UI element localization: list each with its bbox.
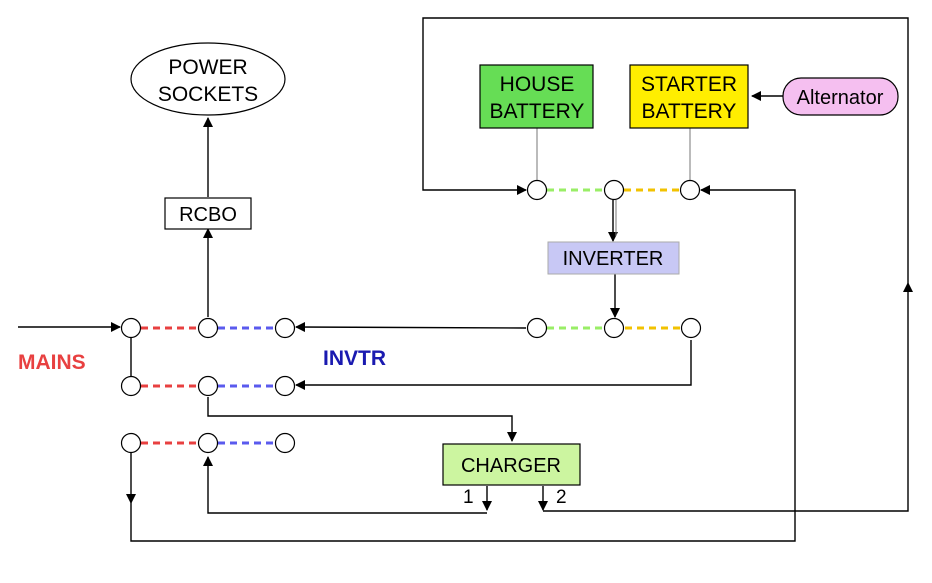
mains-label: MAINS (18, 351, 86, 374)
inverter-switch-common-terminal (603, 317, 625, 339)
house-battery-terminal (526, 179, 548, 201)
inverter-box (547, 241, 680, 275)
rcbo-label: RCBO (179, 204, 237, 226)
rcbo-box (164, 197, 252, 230)
charger: CHARGER (442, 443, 581, 486)
switch-links (141, 188, 681, 445)
charger-box (442, 443, 581, 486)
starter-battery-label-line2: BATTERY (642, 100, 737, 123)
alternator-label: Alternator (797, 87, 884, 109)
house-battery-label-line1: HOUSE (500, 73, 575, 96)
switch2-mains-terminal (120, 375, 142, 397)
loop-to-starter-terminal-wire (130, 185, 796, 542)
charger-output-1-label: 1 (463, 487, 474, 508)
power-sockets-label-line1: POWER (168, 56, 247, 79)
rcbo: RCBO (164, 197, 252, 230)
power-sockets-ellipse (130, 42, 286, 116)
starter-battery-box (629, 64, 749, 129)
starter-battery-label-line1: STARTER (641, 73, 737, 96)
red-terminal (680, 317, 702, 339)
terminals (120, 179, 702, 454)
inverter: INVERTER (547, 241, 680, 275)
house-battery-label-line2: BATTERY (490, 100, 585, 123)
wires (18, 17, 913, 542)
switch2-to-charger-wire (207, 397, 517, 442)
house-battery-box (479, 64, 594, 129)
switch3-right-terminal (274, 432, 296, 454)
alternator-box (782, 77, 899, 116)
battery-common-terminal (603, 179, 625, 201)
alternator: Alternator (782, 77, 899, 116)
inverter-label: INVERTER (563, 248, 664, 270)
switch2-common-terminal (197, 375, 219, 397)
charger-output2-wire (543, 282, 913, 512)
starter-battery-terminal (679, 179, 701, 201)
switch1-common-terminal (197, 317, 219, 339)
power-sockets-label-line2: SOCKETS (158, 83, 258, 106)
mains-terminal (120, 317, 142, 339)
red-terminal-wire (295, 340, 692, 390)
switch1-invtr-terminal (274, 317, 296, 339)
invtr-label: INVTR (323, 347, 386, 370)
switch3-common-terminal (197, 432, 219, 454)
switch2-invtr-terminal (274, 375, 296, 397)
power-sockets: POWER SOCKETS (130, 42, 286, 116)
inverter-output-wire (295, 322, 527, 333)
switch3-left-terminal (120, 432, 142, 454)
loop-to-house-terminal-wire (422, 17, 909, 283)
charger-output1-wire (203, 456, 487, 514)
charger-output-2-label: 2 (556, 487, 567, 508)
starter-battery: STARTER BATTERY (629, 64, 749, 129)
orange-terminal (526, 317, 548, 339)
house-battery: HOUSE BATTERY (479, 64, 594, 129)
charger-label: CHARGER (461, 455, 561, 477)
